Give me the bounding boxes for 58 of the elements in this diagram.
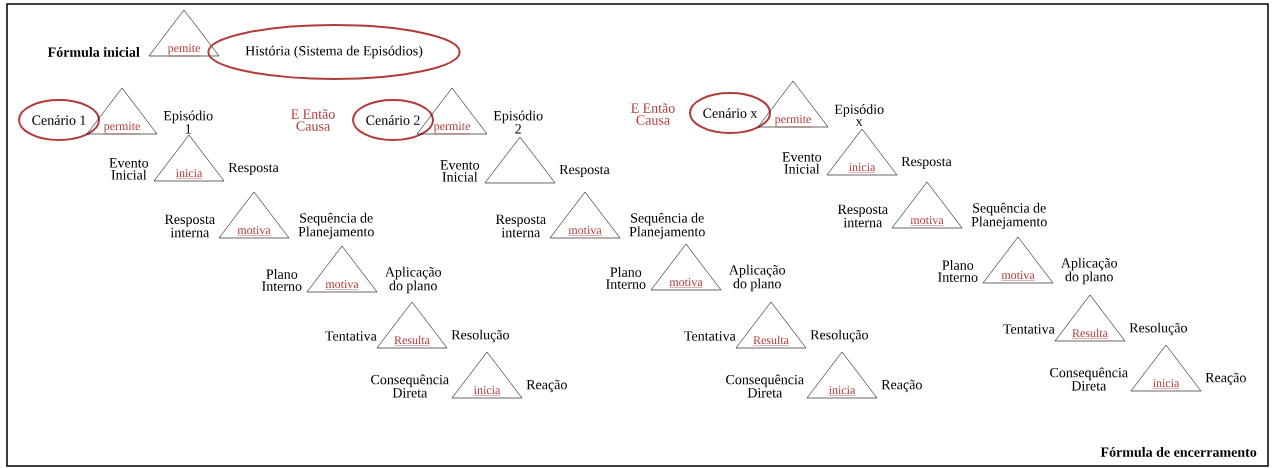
term-label: Fórmula inicial	[47, 47, 140, 57]
term-label: Consequência Direta	[726, 374, 804, 398]
term-label: Resposta interna	[837, 204, 888, 228]
term-label: Evento Inicial	[782, 152, 822, 174]
term-label: Consequência Direta	[1050, 367, 1128, 391]
term-label: Episódio 1	[163, 110, 213, 134]
term-label: Tentativa	[325, 331, 377, 341]
circled-term: História (Sistema de Episódios)	[207, 24, 461, 80]
circled-term: Cenário 1	[18, 99, 100, 141]
term-label: Resposta	[228, 162, 279, 176]
relation-triangle: motiva	[306, 245, 378, 293]
relation-triangle: inicia	[451, 351, 523, 399]
relation-triangle: motiva	[982, 236, 1054, 284]
connective-label: E Então Causa	[291, 109, 335, 131]
relation-triangle: Resulta	[376, 301, 448, 349]
relation-triangle: motiva	[891, 181, 963, 229]
relation-triangle: inicia	[826, 128, 898, 176]
term-label: Resposta	[901, 156, 952, 170]
relation-triangle: motiva	[218, 191, 290, 239]
relation-triangle: inicia	[1130, 344, 1202, 392]
term-label: Aplicação do plano	[385, 266, 442, 294]
relation-triangle: pemite	[148, 9, 220, 57]
term-label: Sequência de Planejamento	[298, 212, 374, 240]
term-label: Plano Interno	[606, 267, 646, 289]
term-label: Consequência Direta	[371, 374, 449, 398]
term-label: Reação	[881, 379, 922, 393]
term-label: Tentativa	[684, 331, 736, 341]
term-label: Resolução	[451, 329, 509, 343]
term-label: Tentativa	[1003, 324, 1055, 334]
term-label: Aplicação do plano	[728, 264, 786, 292]
term-label: Episódio x	[834, 104, 884, 126]
circled-term: Cenário 2	[352, 99, 434, 141]
relation-triangle: motiva	[549, 191, 621, 239]
relation-triangle: motiva	[650, 243, 722, 291]
relation-triangle: permite	[757, 80, 829, 128]
circled-term: Cenário x	[689, 92, 771, 134]
term-label: Resolução	[810, 329, 868, 343]
relation-triangle: permite	[86, 87, 158, 135]
term-label: Resposta	[559, 164, 610, 178]
term-label: Aplicação do plano	[1060, 257, 1118, 285]
closing-label: Fórmula de encerramento	[1100, 447, 1257, 457]
relation-triangle: inicia	[806, 351, 878, 399]
relation-triangle: inicia	[153, 134, 225, 182]
term-label: Reação	[526, 379, 567, 393]
term-label: Resposta interna	[495, 214, 546, 238]
term-label: Sequência de Planejamento	[629, 212, 705, 240]
term-label: Evento Inicial	[109, 158, 149, 180]
term-label: Resposta interna	[164, 214, 215, 238]
term-label: Plano Interno	[938, 260, 978, 282]
relation-triangle: Resulta	[1054, 294, 1126, 342]
term-label: Evento Inicial	[440, 160, 480, 182]
term-label: Reação	[1205, 372, 1246, 386]
term-label: Sequência de Planejamento	[971, 202, 1047, 230]
relation-triangle: Resulta	[735, 301, 807, 349]
term-label: Episódio 2	[493, 110, 543, 134]
connective-label: E Então Causa	[631, 103, 675, 125]
term-label: Resolução	[1129, 322, 1187, 336]
term-label: Plano Interno	[262, 269, 302, 291]
